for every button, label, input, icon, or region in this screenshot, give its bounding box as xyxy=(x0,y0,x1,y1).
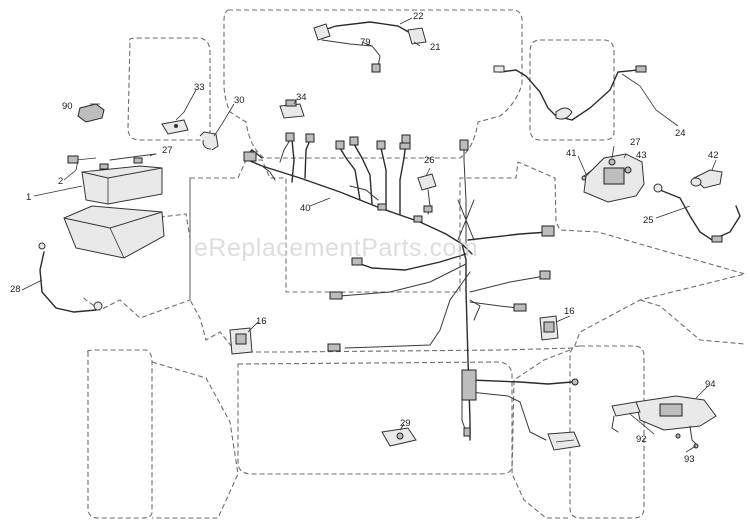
part-41-screw xyxy=(581,169,593,181)
callout-26: 26 xyxy=(424,155,435,166)
left-mid-outline xyxy=(119,213,191,239)
part-33-bracket xyxy=(161,119,189,135)
callout-33: 33 xyxy=(194,82,205,93)
part-24-ground-cable xyxy=(493,65,647,121)
callout-94: 94 xyxy=(705,379,716,390)
left-fender-outline xyxy=(151,361,239,519)
wiring-harness xyxy=(243,132,579,441)
part-26-relay xyxy=(417,173,437,215)
part-16-left-switch xyxy=(229,327,253,355)
part-94-seat-switch xyxy=(635,395,717,449)
part-90-relay xyxy=(77,103,105,123)
callout-27-right: 27 xyxy=(630,137,641,148)
rear-deck-outline xyxy=(237,361,513,475)
left-front-wheel-outline xyxy=(127,37,211,141)
callout-28: 28 xyxy=(10,284,21,295)
part-92-connector xyxy=(611,401,641,433)
part-25-cable xyxy=(653,183,741,243)
chassis-outlines xyxy=(81,9,748,519)
left-rear-wheel-outline xyxy=(87,349,153,519)
callout-41: 41 xyxy=(566,148,577,159)
part-rear-bracket xyxy=(547,431,581,451)
part-34-switch xyxy=(279,99,305,119)
right-front-wheel-outline xyxy=(529,39,615,141)
callout-79: 79 xyxy=(360,37,371,48)
callout-43: 43 xyxy=(636,150,647,161)
callout-42: 42 xyxy=(708,150,719,161)
part-42-terminal-boot xyxy=(690,169,723,189)
callout-2: 2 xyxy=(58,176,63,187)
callout-22: 22 xyxy=(413,11,424,22)
watermark-text: eReplacementParts.com xyxy=(194,234,478,262)
callout-30: 30 xyxy=(234,95,245,106)
part-16-right-switch xyxy=(539,315,559,341)
callout-21: 21 xyxy=(430,42,441,53)
callout-labels: 90 33 30 34 22 79 21 24 27 2 1 40 26 41 … xyxy=(10,11,719,465)
callout-16-right: 16 xyxy=(564,306,575,317)
leader-lines xyxy=(21,17,717,453)
callout-40: 40 xyxy=(300,203,311,214)
callout-24: 24 xyxy=(675,128,686,139)
callout-93: 93 xyxy=(684,454,695,465)
right-fender-rear-outline xyxy=(639,299,746,345)
part-2-battery-bolt xyxy=(67,155,97,164)
callout-27-left: 27 xyxy=(162,145,173,156)
part-29-switch xyxy=(381,427,417,447)
frame-outline xyxy=(189,159,748,353)
callout-90: 90 xyxy=(62,101,73,112)
callout-16-left: 16 xyxy=(256,316,267,327)
left-panel-outline xyxy=(81,178,191,319)
callout-1: 1 xyxy=(26,192,31,203)
part-30-ignition-switch xyxy=(199,131,219,151)
right-rear-wheel-outline xyxy=(569,345,645,519)
part-43-solenoid xyxy=(583,153,645,203)
hood-outline xyxy=(223,9,523,159)
callout-34: 34 xyxy=(296,92,307,103)
part-battery-tray xyxy=(63,205,165,259)
callout-29: 29 xyxy=(400,418,411,429)
part-1-battery xyxy=(81,153,163,205)
right-fender-outline xyxy=(511,349,571,519)
part-22-headlight-harness xyxy=(313,21,427,73)
callout-25: 25 xyxy=(643,215,654,226)
callout-92: 92 xyxy=(636,434,647,445)
part-28-cable xyxy=(38,242,103,313)
